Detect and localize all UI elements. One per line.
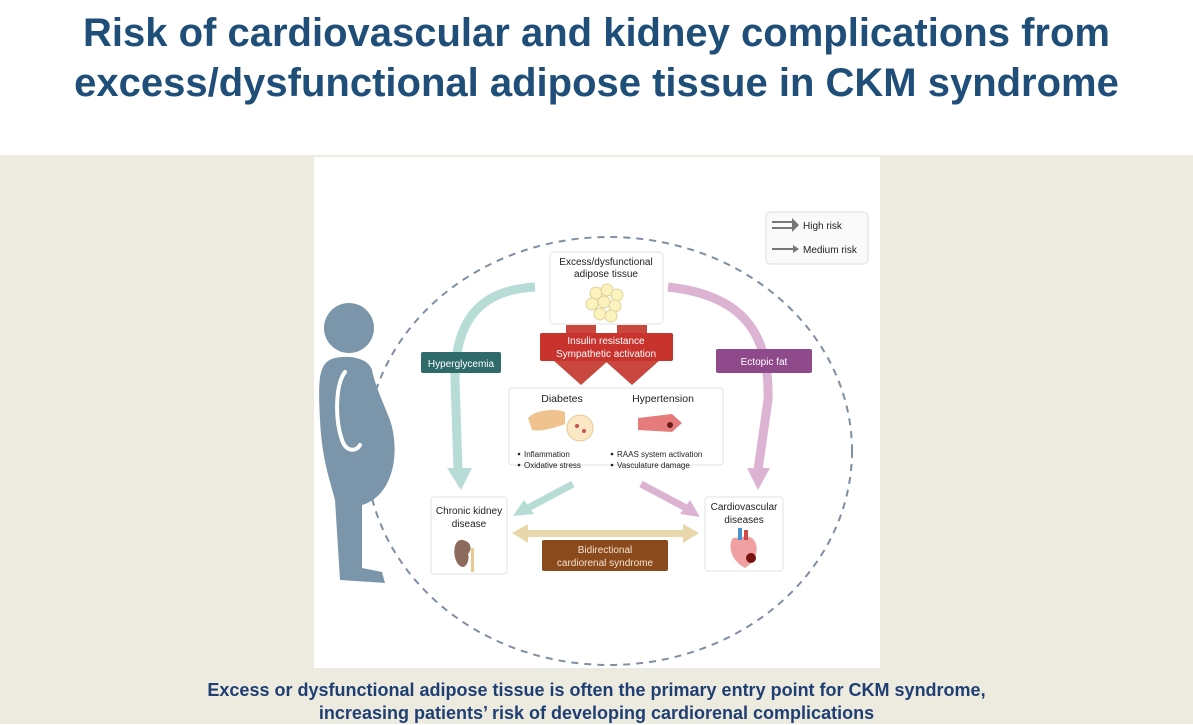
blood-vessel-icon [638, 414, 682, 432]
svg-text:Insulin resistance: Insulin resistance [567, 336, 645, 347]
caption-line-1: Excess or dysfunctional adipose tissue i… [207, 680, 986, 700]
hyperglycemia-label: Hyperglycemia [421, 352, 501, 373]
pregnant-person-icon [319, 303, 395, 583]
svg-text:Inflammation: Inflammation [524, 450, 570, 459]
svg-text:Ectopic fat: Ectopic fat [741, 357, 788, 368]
heart-icon [730, 528, 757, 568]
mechanism-label: Insulin resistance Sympathetic activatio… [540, 333, 673, 361]
kidney-icon [454, 539, 471, 567]
ckd-box: Chronic kidney disease [430, 496, 508, 575]
bidirectional-arrow [512, 524, 699, 543]
arrowhead [747, 468, 770, 490]
legend-medium-risk: Medium risk [803, 245, 858, 256]
svg-text:adipose tissue: adipose tissue [574, 269, 638, 280]
hypertension-to-cvd-arrow [639, 480, 700, 517]
pancreas-icon [528, 410, 594, 442]
ectopic-fat-arrow [667, 282, 773, 471]
svg-text:Vasculature damage: Vasculature damage [617, 461, 690, 470]
cvd-box: Cardiovascular diseases [704, 496, 784, 572]
slide-title: Risk of cardiovascular and kidney compli… [0, 8, 1193, 108]
svg-text:Oxidative stress: Oxidative stress [524, 461, 581, 470]
adipose-tissue-box: Excess/dysfunctional adipose tissue [549, 251, 664, 325]
hypertension-title: Hypertension [632, 393, 694, 405]
medium-risk-arrow-icon [772, 245, 799, 253]
svg-text:Sympathetic activation: Sympathetic activation [556, 349, 656, 360]
legend-high-risk: High risk [803, 221, 843, 232]
diabetes-hypertension-box: Diabetes Hypertension Inflammation Oxida… [508, 387, 724, 470]
svg-text:disease: disease [452, 519, 487, 530]
title-line-1: Risk of cardiovascular and kidney compli… [83, 11, 1110, 55]
svg-text:diseases: diseases [724, 515, 763, 526]
svg-text:Cardiovascular: Cardiovascular [711, 502, 778, 513]
legend: High risk Medium risk [765, 211, 869, 265]
cardiorenal-label: Bidirectional cardiorenal syndrome [542, 540, 668, 571]
diabetes-title: Diabetes [541, 393, 582, 405]
svg-text:cardiorenal syndrome: cardiorenal syndrome [557, 558, 654, 569]
svg-text:Hyperglycemia: Hyperglycemia [428, 359, 495, 370]
svg-text:Bidirectional: Bidirectional [578, 545, 632, 556]
svg-text:RAAS system activation: RAAS system activation [617, 450, 702, 459]
ectopic-fat-label: Ectopic fat [716, 349, 812, 373]
caption-line-2: increasing patients’ risk of developing … [318, 703, 875, 723]
fat-cells-icon [585, 283, 624, 323]
svg-text:Excess/dysfunctional: Excess/dysfunctional [559, 257, 652, 268]
arrowhead [447, 468, 472, 490]
slide-caption: Excess or dysfunctional adipose tissue i… [0, 679, 1193, 725]
high-risk-arrow-icon [772, 218, 799, 232]
diabetes-to-ckd-arrow [513, 480, 575, 516]
title-line-2: excess/dysfunctional adipose tissue in C… [74, 61, 1119, 105]
svg-text:Chronic kidney: Chronic kidney [436, 506, 502, 517]
